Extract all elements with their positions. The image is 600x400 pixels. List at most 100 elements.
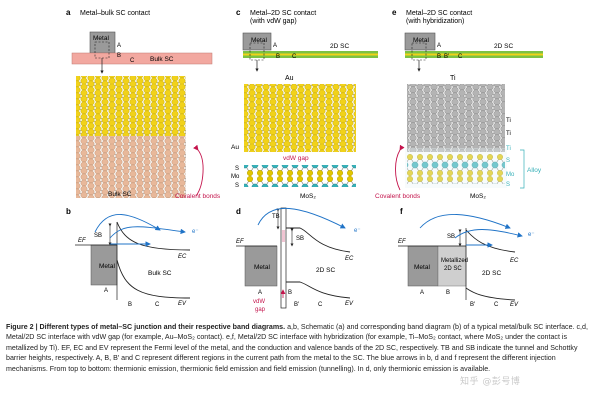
panel-letter-f: f [400,207,403,216]
electron-label: e⁻ [192,229,199,235]
ti-label-1: Ti [506,118,511,124]
figure-caption: Figure 2 | Different types of metal–SC j… [6,322,594,374]
metal-label: Metal [93,35,109,42]
bulk-sc-label: Bulk SC [148,270,172,277]
metal-label: Metal [99,263,115,270]
s-bottom-label: S [506,182,510,188]
conduction-band [116,221,191,251]
vdw-gap-label: vdW gap [283,155,309,162]
s-bottom-label: S [235,183,239,189]
bulk-sc-label: Bulk SC [150,56,174,63]
thermionic-arrow [419,214,511,229]
sb-label: SB [447,234,455,240]
ev-label: EV [345,301,354,307]
region-b: B [288,290,292,296]
panel-e-title-2: (with hybridization) [406,18,464,25]
region-bp: B′ [470,302,476,308]
region-c: C [155,302,160,308]
ef-label: EF [398,239,406,245]
2d-sc-label: 2D SC [482,270,501,277]
thermionic-field-arrow [109,226,186,239]
caption-lead: Figure 2 | Different types of metal–SC j… [6,323,286,331]
sb-label: SB [296,236,304,242]
panel-d: d Metal EF TB SB e⁻ EC EV 2D SC A B B′ C… [236,207,361,313]
au-top-label: Au [285,75,294,82]
au-side-label: Au [231,144,239,151]
bulk-sc-bottom-label: Bulk SC [108,191,132,198]
metal-label: Metal [414,264,430,271]
tb-label: TB [272,214,280,220]
zoom-box [411,42,427,61]
ef-label: EF [78,238,86,244]
covalent-bonds-label: Covalent bonds [175,193,221,200]
mos2-lattice [244,165,356,187]
region-b: B [128,302,132,308]
metal-label: Metal [413,37,429,44]
bulk-lattice [76,136,186,198]
electron-label: e⁻ [528,232,535,238]
mos2-lattice [407,154,505,184]
valence-band [116,259,191,299]
vdw-gap-label-1: vdW [253,299,265,305]
ti-lattice [407,84,505,152]
region-a: A [104,288,108,294]
covalent-bonds-label: Covalent bonds [375,193,421,200]
metal-label: Metal [254,264,270,271]
mo-label: Mo [506,172,515,178]
metal-label: Metal [251,37,267,44]
thermionic-arrow [94,214,161,233]
region-bp-label: B′ [444,54,450,60]
thermionic-field-arrow [454,229,523,239]
valence-band [286,281,351,299]
metal-block [242,32,272,51]
panel-f: f Metal Metallized 2D SC EF SB e⁻ EC EV … [398,207,535,308]
ec-label: EC [345,256,354,262]
region-a: A [258,290,262,296]
region-a-label: A [273,43,277,49]
ti-label-3: Ti [506,146,511,152]
panel-letter-d: d [236,207,241,216]
metal-lattice [76,76,186,136]
region-c: C [494,302,499,308]
region-c-label: C [130,58,135,64]
mos2-label: MoS₂ [470,193,486,200]
panel-letter-e: e [392,8,397,17]
watermark: 知乎 @彭号博 [460,377,521,387]
2d-sc-stripe [243,53,378,56]
electron-label: e⁻ [354,228,361,234]
panel-e: e Metal–2D SC contact (with hybridizatio… [375,8,543,200]
covalent-arrow [395,144,405,191]
region-a: A [420,290,424,296]
region-a-label: A [117,43,121,49]
panel-a-title: Metal–bulk SC contact [80,10,150,17]
valence-band [465,287,516,301]
region-c: C [318,302,323,308]
region-bp: B′ [294,302,300,308]
figure-2: a Metal–bulk SC contact Metal Bulk SC A … [66,8,543,313]
metal-band [244,245,278,287]
region-a-label: A [437,43,441,49]
region-b-label: B [117,53,121,59]
region-b-label: B [276,54,280,60]
covalent-arrow [193,144,204,197]
ev-label: EV [178,301,187,307]
2d-sc-stripe [405,53,543,56]
tunnel-barrier [280,207,287,309]
s-top-label: S [506,158,510,164]
panel-c-title-2: (with vdW gap) [250,18,297,25]
region-c-label: C [292,54,297,60]
panel-letter-c: c [236,8,241,17]
panel-letter-a: a [66,8,71,17]
ti-top-label: Ti [450,75,456,82]
panel-letter-b: b [66,207,71,216]
2d-sc-label: 2D SC [330,43,349,50]
ev-label: EV [510,302,519,308]
alloy-label: Alloy [527,167,542,174]
ec-label: EC [178,254,187,260]
region-c-label: C [458,54,463,60]
vdw-gap-mark [282,230,285,242]
thermionic-arrow [257,207,346,229]
region-b-label: B [437,54,441,60]
caption-body: a,b, Schematic (a) and corresponding ban… [6,323,588,373]
au-lattice [244,84,356,152]
